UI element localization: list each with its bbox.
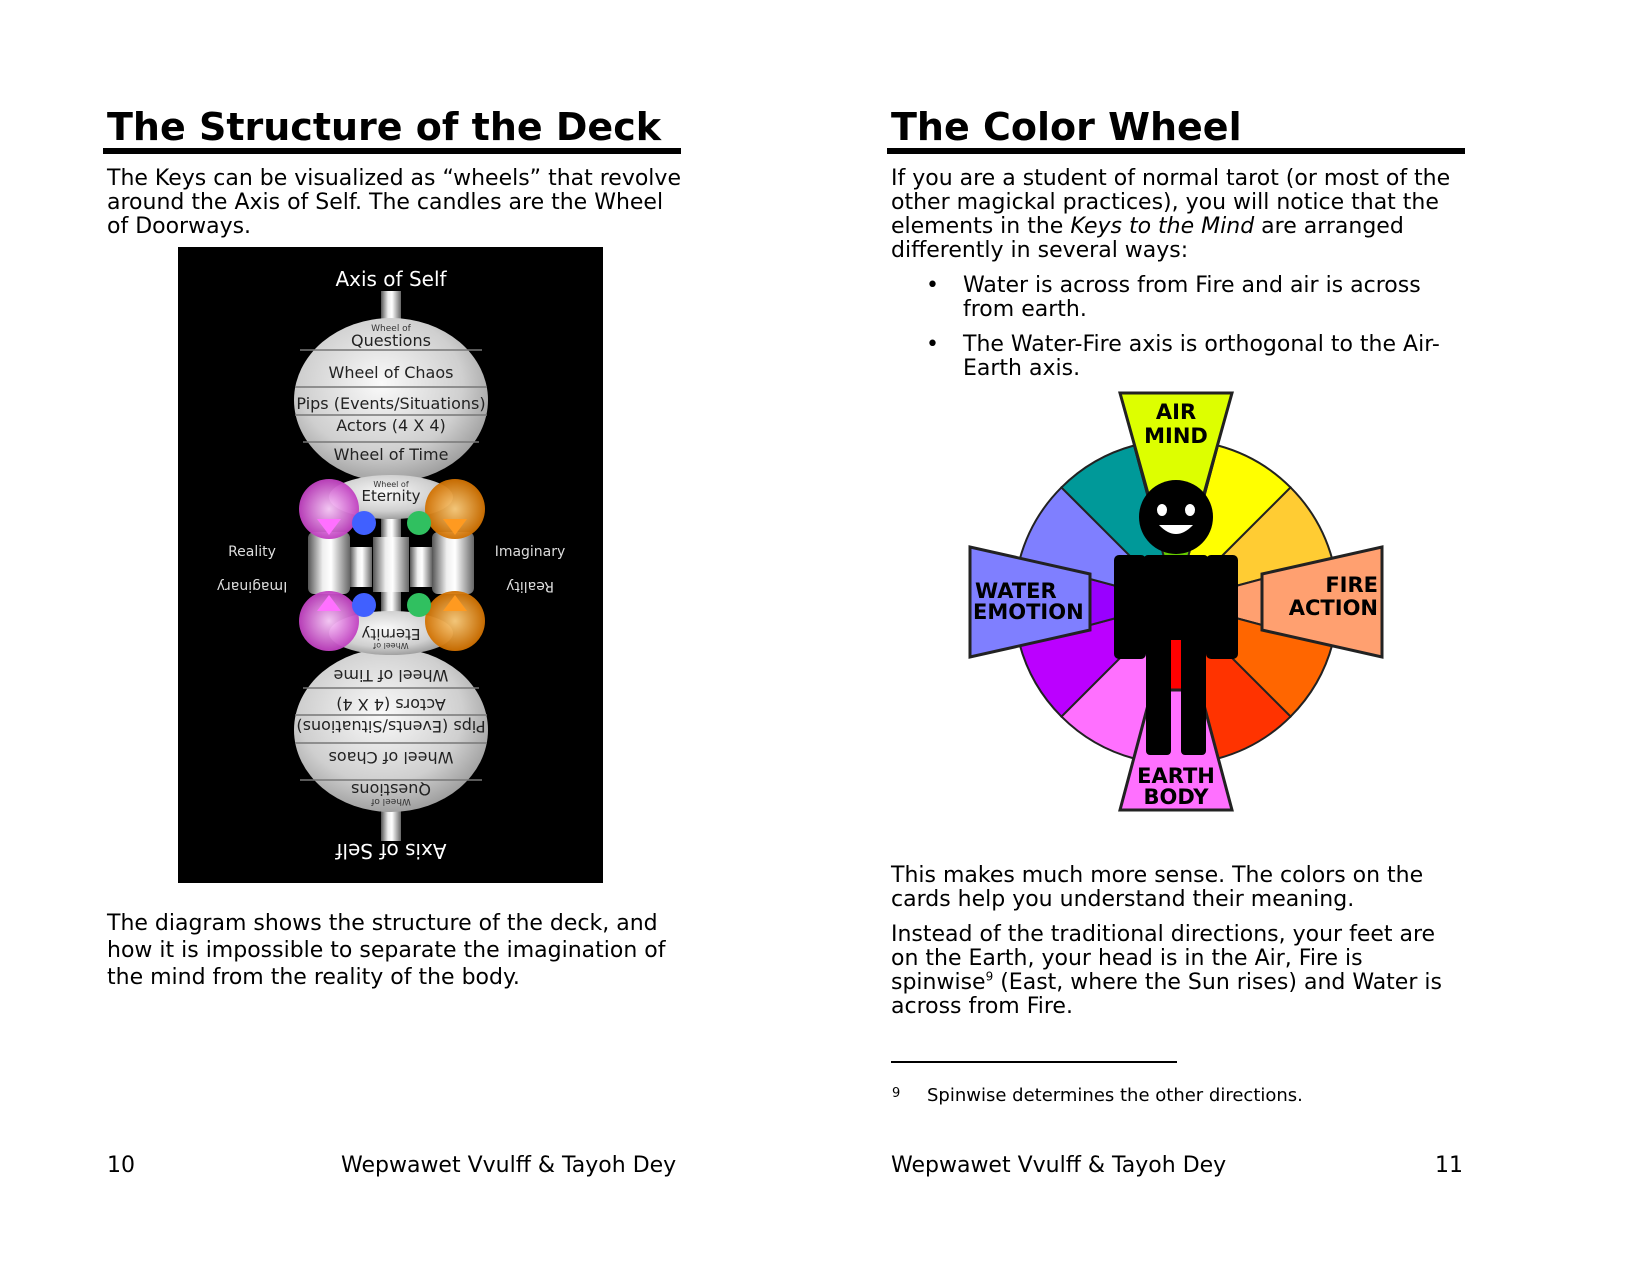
fire-action-wedge	[1260, 545, 1384, 659]
left-outro-line-1: The diagram shows the structure of the d…	[107, 911, 658, 936]
wheel-of-eternity-small: Wheel of	[373, 480, 408, 489]
footnote-reference[interactable]: 9	[985, 969, 994, 984]
wheel-of-questions-small: Wheel of	[371, 324, 412, 334]
pips-label-inverted: Pips (Events/Situations)	[296, 717, 485, 736]
deck-structure-diagram: Axis of Self Wheel of Questions Wheel of…	[178, 247, 603, 883]
right-intro-line-4: differently in several ways:	[891, 238, 1189, 263]
right-sense-line-2: cards help you understand their meaning.	[891, 887, 1355, 912]
right-directions-line-2: on the Earth, your head is in the Air, F…	[891, 946, 1363, 971]
figure-smile	[1159, 525, 1193, 534]
left-intro-line-3: of Doorways.	[107, 214, 252, 239]
pips-label: Pips (Events/Situations)	[296, 394, 485, 413]
right-directions-line-1: Instead of the traditional directions, y…	[891, 922, 1436, 947]
left-page-title: The Structure of the Deck	[107, 105, 661, 149]
imaginary-label-left-inverted: Imaginary	[217, 578, 288, 594]
figure-head	[1139, 480, 1213, 554]
axis-of-self-label-top: Axis of Self	[335, 267, 447, 291]
right-directions-line-4: across from Fire.	[891, 994, 1073, 1019]
left-title-rule	[103, 148, 681, 154]
right-intro-line-3-post: are arranged	[1254, 214, 1404, 239]
right-page-number: 11	[1435, 1153, 1463, 1178]
footnote-text: Spinwise determines the other directions…	[927, 1085, 1303, 1106]
bullet-2-line-2: Earth axis.	[963, 356, 1081, 381]
left-footer-authors: Wepwawet Vvulff & Tayoh Dey	[341, 1153, 677, 1178]
air-label: AIR	[1156, 400, 1196, 424]
wheel-of-chaos-label-inverted: Wheel of Chaos	[329, 748, 454, 767]
body-label: BODY	[1144, 785, 1210, 809]
color-wheel-diagram: AIR MIND WATER EMOTION FIRE ACTION EARTH…	[968, 391, 1384, 812]
stick-figure	[1114, 480, 1238, 755]
figure-leg-left	[1146, 635, 1171, 755]
right-intro-line-1: If you are a student of normal tarot (or…	[891, 166, 1451, 191]
actors-label-inverted: Actors (4 X 4)	[336, 695, 446, 714]
questions-label-inverted: Questions	[351, 780, 431, 799]
left-intro-line-2: around the Axis of Self. The candles are…	[107, 190, 664, 215]
reality-label-right-inverted: Reality	[506, 578, 554, 594]
right-directions-line-3: spinwise9 (East, where the Sun rises) an…	[891, 970, 1442, 995]
questions-label: Questions	[351, 331, 431, 350]
right-page-title: The Color Wheel	[891, 105, 1242, 149]
right-intro-line-3-pre: elements in the	[891, 214, 1071, 239]
keys-to-the-mind-title: Keys to the Mind	[1070, 214, 1255, 239]
fire-label: FIRE	[1325, 573, 1378, 597]
right-title-rule	[887, 148, 1465, 154]
bullet-dot: •	[926, 332, 939, 357]
imaginary-label-right: Imaginary	[495, 544, 566, 560]
right-intro-line-3: elements in the Keys to the Mind are arr…	[891, 214, 1404, 239]
water-label: WATER	[975, 579, 1057, 603]
bullet-2-line-1: The Water-Fire axis is orthogonal to the…	[963, 332, 1440, 357]
emotion-label: EMOTION	[973, 600, 1084, 624]
right-sense-line-1: This makes much more sense. The colors o…	[891, 863, 1424, 888]
axis-of-self-label-bottom: Axis of Self	[335, 839, 447, 863]
spinwise-word: spinwise	[891, 970, 986, 995]
bullet-dot: •	[926, 273, 939, 298]
earth-label: EARTH	[1137, 764, 1215, 788]
left-page-number: 10	[107, 1153, 135, 1178]
wheel-of-chaos-label: Wheel of Chaos	[329, 363, 454, 382]
left-intro-line-1: The Keys can be visualized as “wheels” t…	[107, 166, 681, 191]
wheel-of-questions-small-inverted: Wheel of	[370, 796, 411, 806]
figure-arm-right	[1206, 555, 1238, 659]
right-footer-authors: Wepwawet Vvulff & Tayoh Dey	[891, 1153, 1227, 1178]
right-directions-line-3-post: (East, where the Sun rises) and Water is	[993, 970, 1442, 995]
footnote-mark: 9	[892, 1086, 901, 1101]
figure-eye-left	[1157, 504, 1167, 516]
bullet-1-line-2: from earth.	[963, 297, 1087, 322]
actors-label: Actors (4 X 4)	[336, 416, 446, 435]
mind-label: MIND	[1144, 424, 1208, 448]
left-outro-line-2: how it is impossible to separate the ima…	[107, 938, 666, 963]
left-outro-line-3: the mind from the reality of the body.	[107, 965, 520, 990]
wheel-of-time-label-inverted: Wheel of Time	[334, 666, 449, 685]
figure-arm-left	[1114, 555, 1146, 659]
wheel-of-eternity-small-inverted: Wheel of	[373, 641, 408, 650]
water-emotion-wedge	[968, 545, 1092, 659]
reality-label-left: Reality	[228, 544, 276, 560]
eternity-label: Eternity	[362, 487, 421, 505]
bullet-1-line-1: Water is across from Fire and air is acr…	[963, 273, 1421, 298]
footnote-separator	[891, 1061, 1177, 1063]
figure-eye-right	[1185, 504, 1195, 516]
wheel-of-time-label: Wheel of Time	[334, 445, 449, 464]
action-label: ACTION	[1289, 596, 1378, 620]
eternity-label-inverted: Eternity	[361, 625, 420, 643]
right-intro-line-2: other magickal practices), you will noti…	[891, 190, 1439, 215]
figure-torso	[1144, 555, 1208, 640]
figure-leg-right	[1181, 635, 1206, 755]
